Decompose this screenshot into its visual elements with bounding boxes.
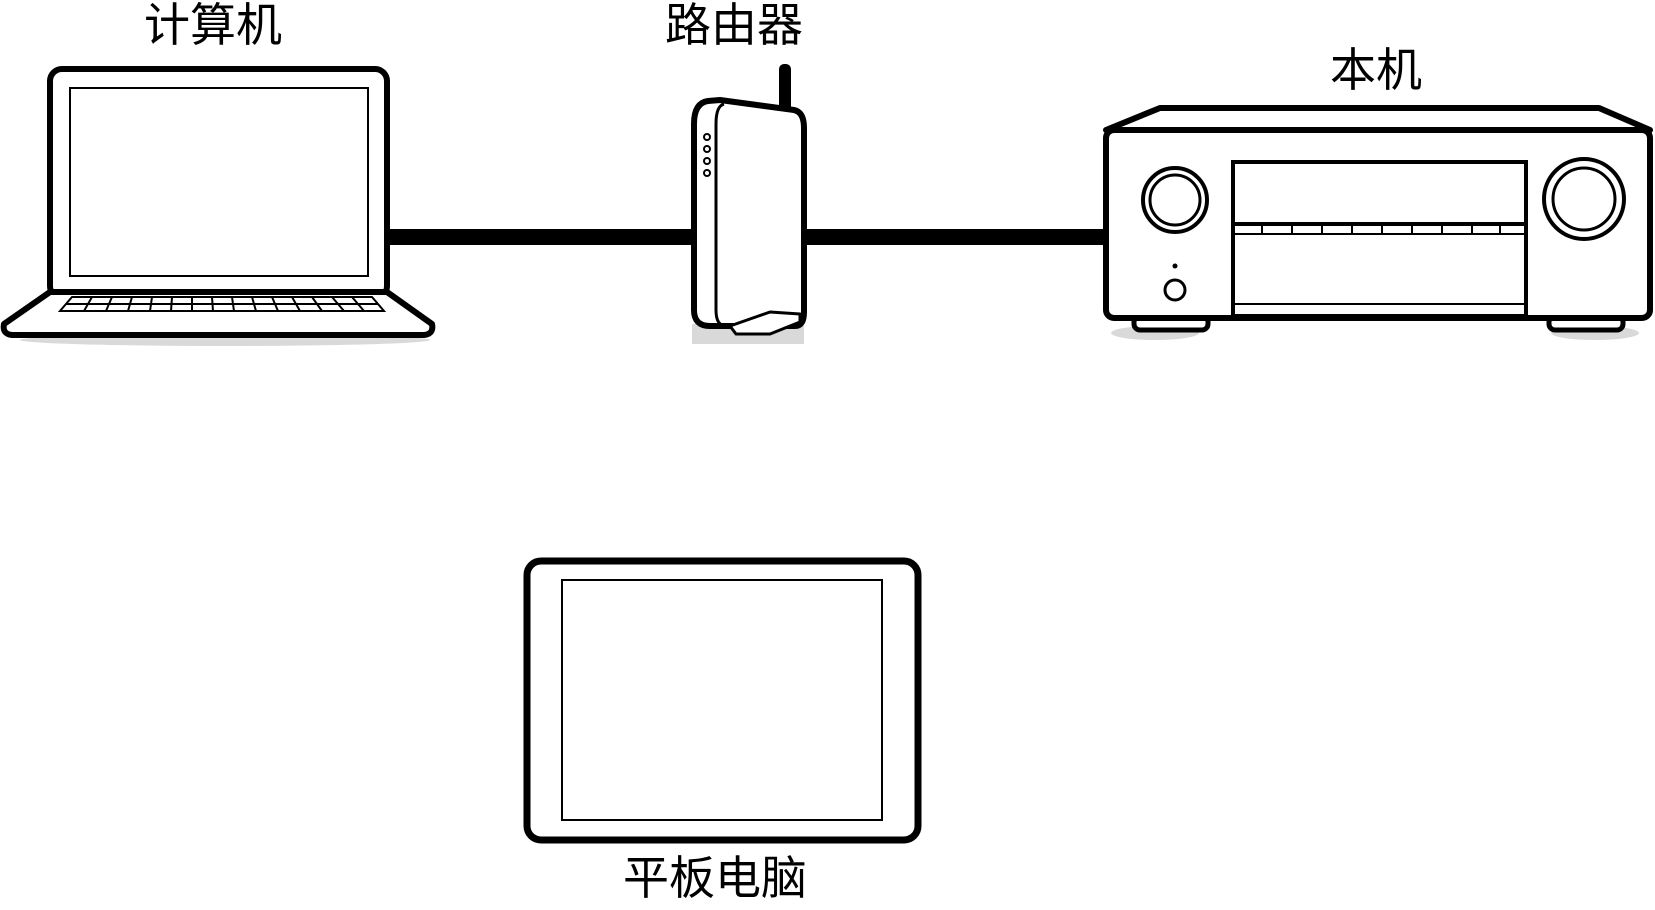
router-icon — [691, 64, 807, 344]
label-router: 路由器 — [665, 0, 803, 52]
label-tablet: 平板电脑 — [623, 851, 807, 905]
tablet-icon — [523, 557, 922, 844]
laptop-keyboard — [57, 296, 387, 312]
av-receiver-icon — [1103, 105, 1653, 340]
volume-knob-left — [1141, 166, 1209, 234]
laptop-icon — [0, 66, 436, 346]
power-button-icon — [1163, 263, 1187, 302]
router-status-leds — [703, 133, 711, 177]
label-unit: 本机 — [1330, 43, 1422, 97]
volume-knob-right — [1542, 157, 1626, 241]
cable-router-unit — [802, 229, 1106, 245]
label-computer: 计算机 — [144, 0, 282, 52]
cable-computer-router — [386, 229, 692, 245]
display-panel — [1231, 160, 1528, 318]
